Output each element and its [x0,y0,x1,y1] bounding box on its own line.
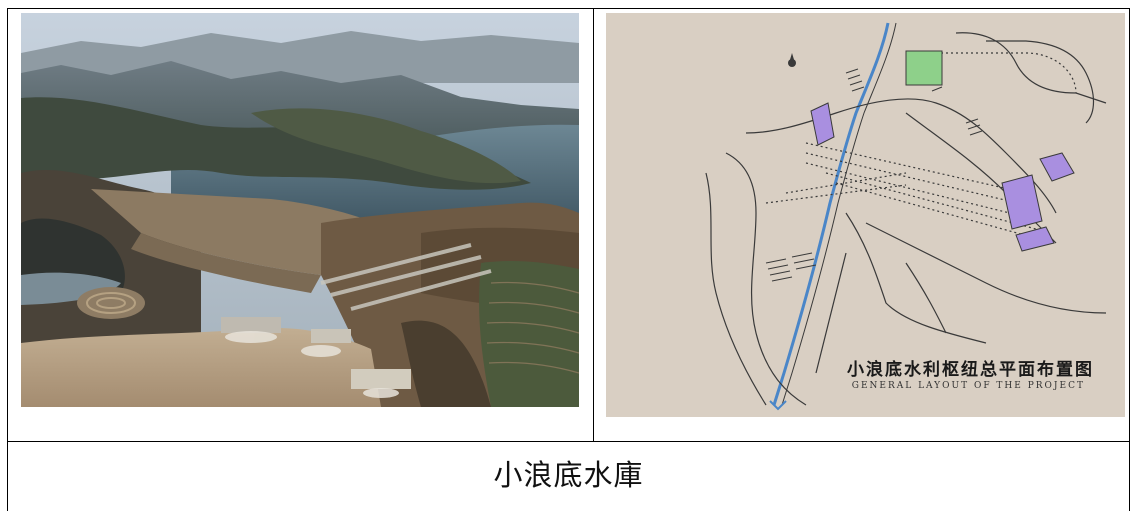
project-layout-plan [606,13,1125,417]
layout-plan-subtitle: GENERAL LAYOUT OF THE PROJECT [851,381,1085,391]
layout-plan-diagram [606,13,1125,417]
figure-table [7,8,1130,511]
table-border-top [7,8,1130,9]
dam-aerial-photo [21,13,579,407]
layout-plan-title: 小浪底水利枢纽总平面布置图 [847,360,1094,380]
north-arrow-icon [788,53,796,67]
table-border-left [7,8,8,511]
dam-photo-illustration [21,13,579,407]
table-row-divider [7,441,1130,442]
figure-caption: 小浪底水庫 [493,458,644,492]
table-column-divider [593,8,594,441]
table-border-right [1129,8,1130,511]
